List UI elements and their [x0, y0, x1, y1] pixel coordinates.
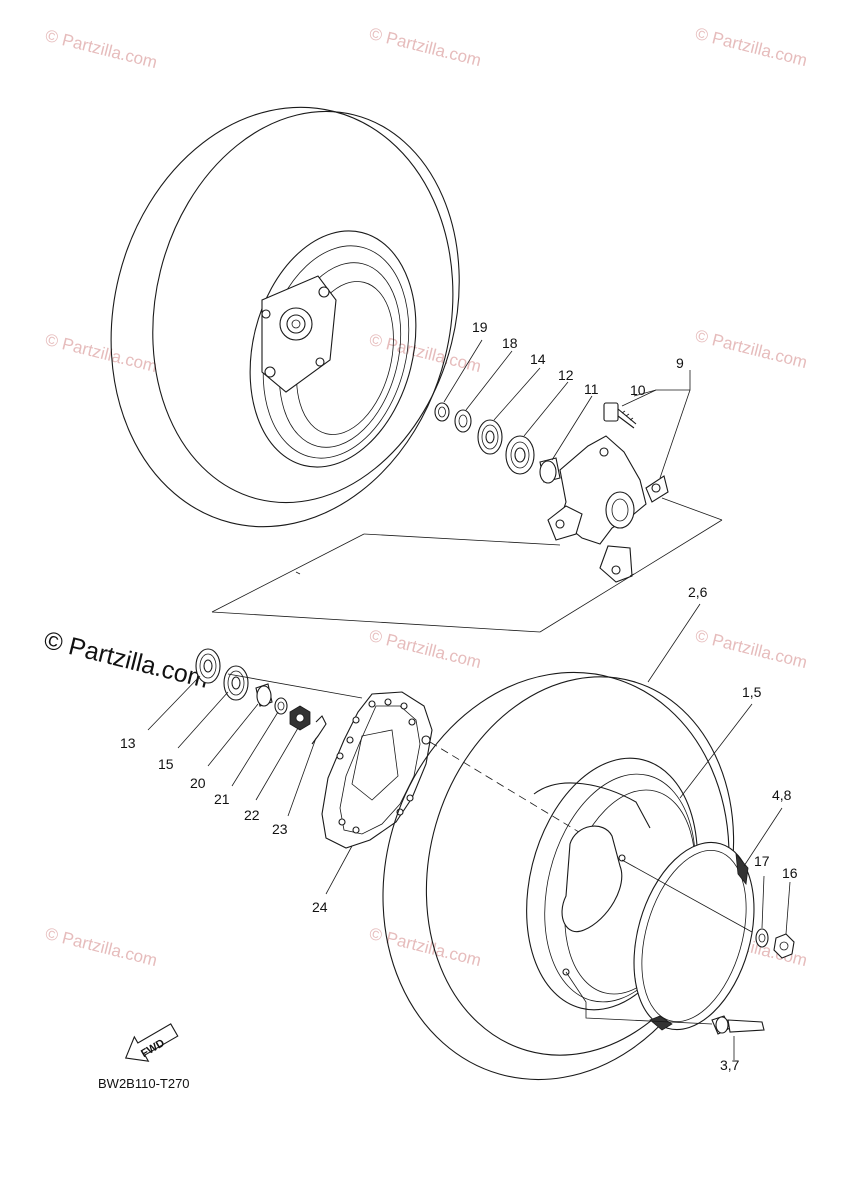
- valve-3-7: [711, 1015, 765, 1035]
- fwd-arrow-icon: [124, 1023, 179, 1062]
- bearing-13: [195, 648, 221, 684]
- hub-9: [547, 435, 669, 583]
- callout-14: 14: [530, 351, 546, 367]
- leader-lines-lower-right: [647, 603, 791, 1060]
- diagram-code: BW2B110-T270: [98, 1076, 190, 1091]
- callout-18: 18: [502, 335, 518, 351]
- nut-16: [773, 933, 795, 959]
- callout-2-6: 2,6: [688, 584, 708, 600]
- callout-13: 13: [120, 735, 136, 751]
- callout-20: 20: [190, 775, 206, 791]
- callout-19: 19: [472, 319, 488, 335]
- upper-wheel-hub: [261, 275, 337, 393]
- callout-9: 9: [676, 355, 684, 371]
- brake-disc-24: [321, 691, 433, 849]
- callout-1-5: 1,5: [742, 684, 762, 700]
- callout-4-8: 4,8: [772, 787, 792, 803]
- valve-line: [565, 971, 713, 1025]
- spacer-20: [255, 683, 273, 707]
- leader-lines-lower-left: [147, 673, 363, 895]
- bolt-10: [603, 402, 637, 429]
- callout-3-7: 3,7: [720, 1057, 740, 1073]
- axis-dashed-line: [429, 741, 613, 853]
- assembly-frame: [211, 497, 723, 633]
- callout-11: 11: [584, 381, 599, 397]
- callout-12: 12: [558, 367, 574, 383]
- washer-17: [755, 928, 769, 948]
- cotter-pin-23: [311, 715, 327, 745]
- washer-19: [434, 402, 450, 422]
- washer-21: [274, 697, 288, 715]
- leader-lines-upper: [443, 339, 691, 479]
- callout-17: 17: [754, 853, 770, 869]
- nut-22: [289, 705, 311, 731]
- stud-line: [621, 859, 753, 933]
- callout-10: 10: [630, 382, 646, 398]
- callout-15: 15: [158, 756, 174, 772]
- oil-seal-18: [454, 409, 472, 433]
- bearing-14: [477, 419, 503, 455]
- bearing-12: [505, 435, 535, 475]
- callout-21: 21: [214, 791, 230, 807]
- rim-ring-4-8: [633, 841, 755, 1031]
- bearing-15: [223, 665, 249, 701]
- callout-22: 22: [244, 807, 260, 823]
- callout-23: 23: [272, 821, 288, 837]
- spacer-11: [539, 457, 561, 484]
- callout-16: 16: [782, 865, 798, 881]
- callout-24: 24: [312, 899, 328, 915]
